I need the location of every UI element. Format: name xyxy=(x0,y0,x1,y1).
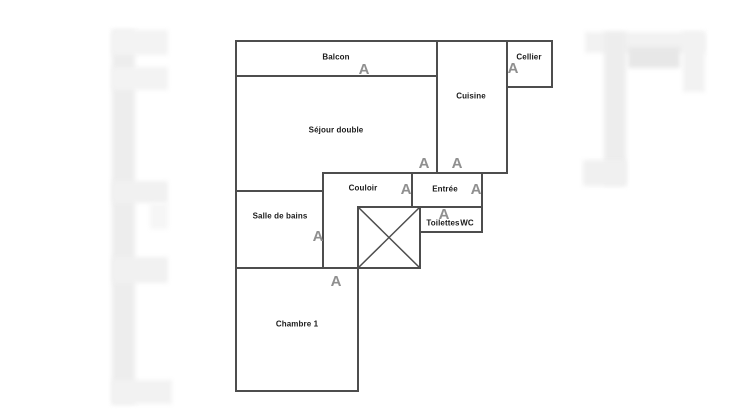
room-label-chambre-1: Chambre 1 xyxy=(275,319,319,329)
watermark-right-stem xyxy=(604,32,626,185)
door-marker-cuisine-entree: A xyxy=(451,154,463,172)
door-marker-cellier: A xyxy=(507,59,519,77)
wall-salle-de-bains-top xyxy=(235,190,324,192)
door-marker-sejour-couloir: A xyxy=(418,154,430,172)
room-label-cellier: Cellier xyxy=(516,52,542,62)
door-marker-entree-main: A xyxy=(470,180,482,198)
watermark-left-bar-2 xyxy=(112,67,168,90)
crossed-square-icon xyxy=(358,207,420,268)
wall-chambre-right xyxy=(357,206,359,392)
room-label-wc: WC xyxy=(460,218,474,228)
wall-couloir-left xyxy=(322,172,324,269)
wall-left-outer xyxy=(235,40,237,392)
watermark-right-blob xyxy=(628,47,680,68)
room-label-couloir: Couloir xyxy=(348,183,378,193)
room-label-entree: Entrée xyxy=(432,184,458,194)
watermark-left-bar-1 xyxy=(112,30,168,55)
wall-cuisine-left xyxy=(436,40,438,174)
wall-couloir-entree-divider xyxy=(411,172,413,208)
watermark-left-stem xyxy=(112,30,135,404)
room-label-salle-de-bains: Salle de bains xyxy=(252,211,308,221)
door-marker-balcon: A xyxy=(358,60,370,78)
room-label-sejour-double: Séjour double xyxy=(308,125,364,135)
wall-top-outer xyxy=(235,40,553,42)
wall-toilettes-bottom xyxy=(420,231,483,233)
watermark-left-bar-5 xyxy=(112,380,172,404)
wall-cellier-right xyxy=(551,40,553,88)
room-label-toilettes: Toilettes xyxy=(426,218,460,228)
wall-chambre-top xyxy=(235,267,421,269)
wall-cuisine-right xyxy=(506,40,508,174)
wall-shaft-right xyxy=(419,206,421,269)
door-marker-toilettes: A xyxy=(438,205,450,223)
wall-cellier-bottom xyxy=(507,86,553,88)
wall-cuisine-bottom xyxy=(323,172,508,174)
wall-balcon-bottom xyxy=(235,75,438,77)
room-label-balcon: Balcon xyxy=(322,52,350,62)
watermark-right-stem-foot xyxy=(583,160,626,186)
door-marker-salle-de-bains: A xyxy=(312,227,324,245)
door-marker-chambre-1: A xyxy=(330,272,342,290)
watermark-left-block xyxy=(150,203,168,229)
watermark-left-bar-3 xyxy=(112,181,168,203)
wall-entree-right xyxy=(481,172,483,233)
watermark-left-bar-4 xyxy=(112,257,168,283)
wall-chambre-bottom xyxy=(235,390,359,392)
door-marker-couloir-entree: A xyxy=(400,180,412,198)
watermark-right-side xyxy=(683,32,705,92)
room-label-cuisine: Cuisine xyxy=(456,91,486,101)
